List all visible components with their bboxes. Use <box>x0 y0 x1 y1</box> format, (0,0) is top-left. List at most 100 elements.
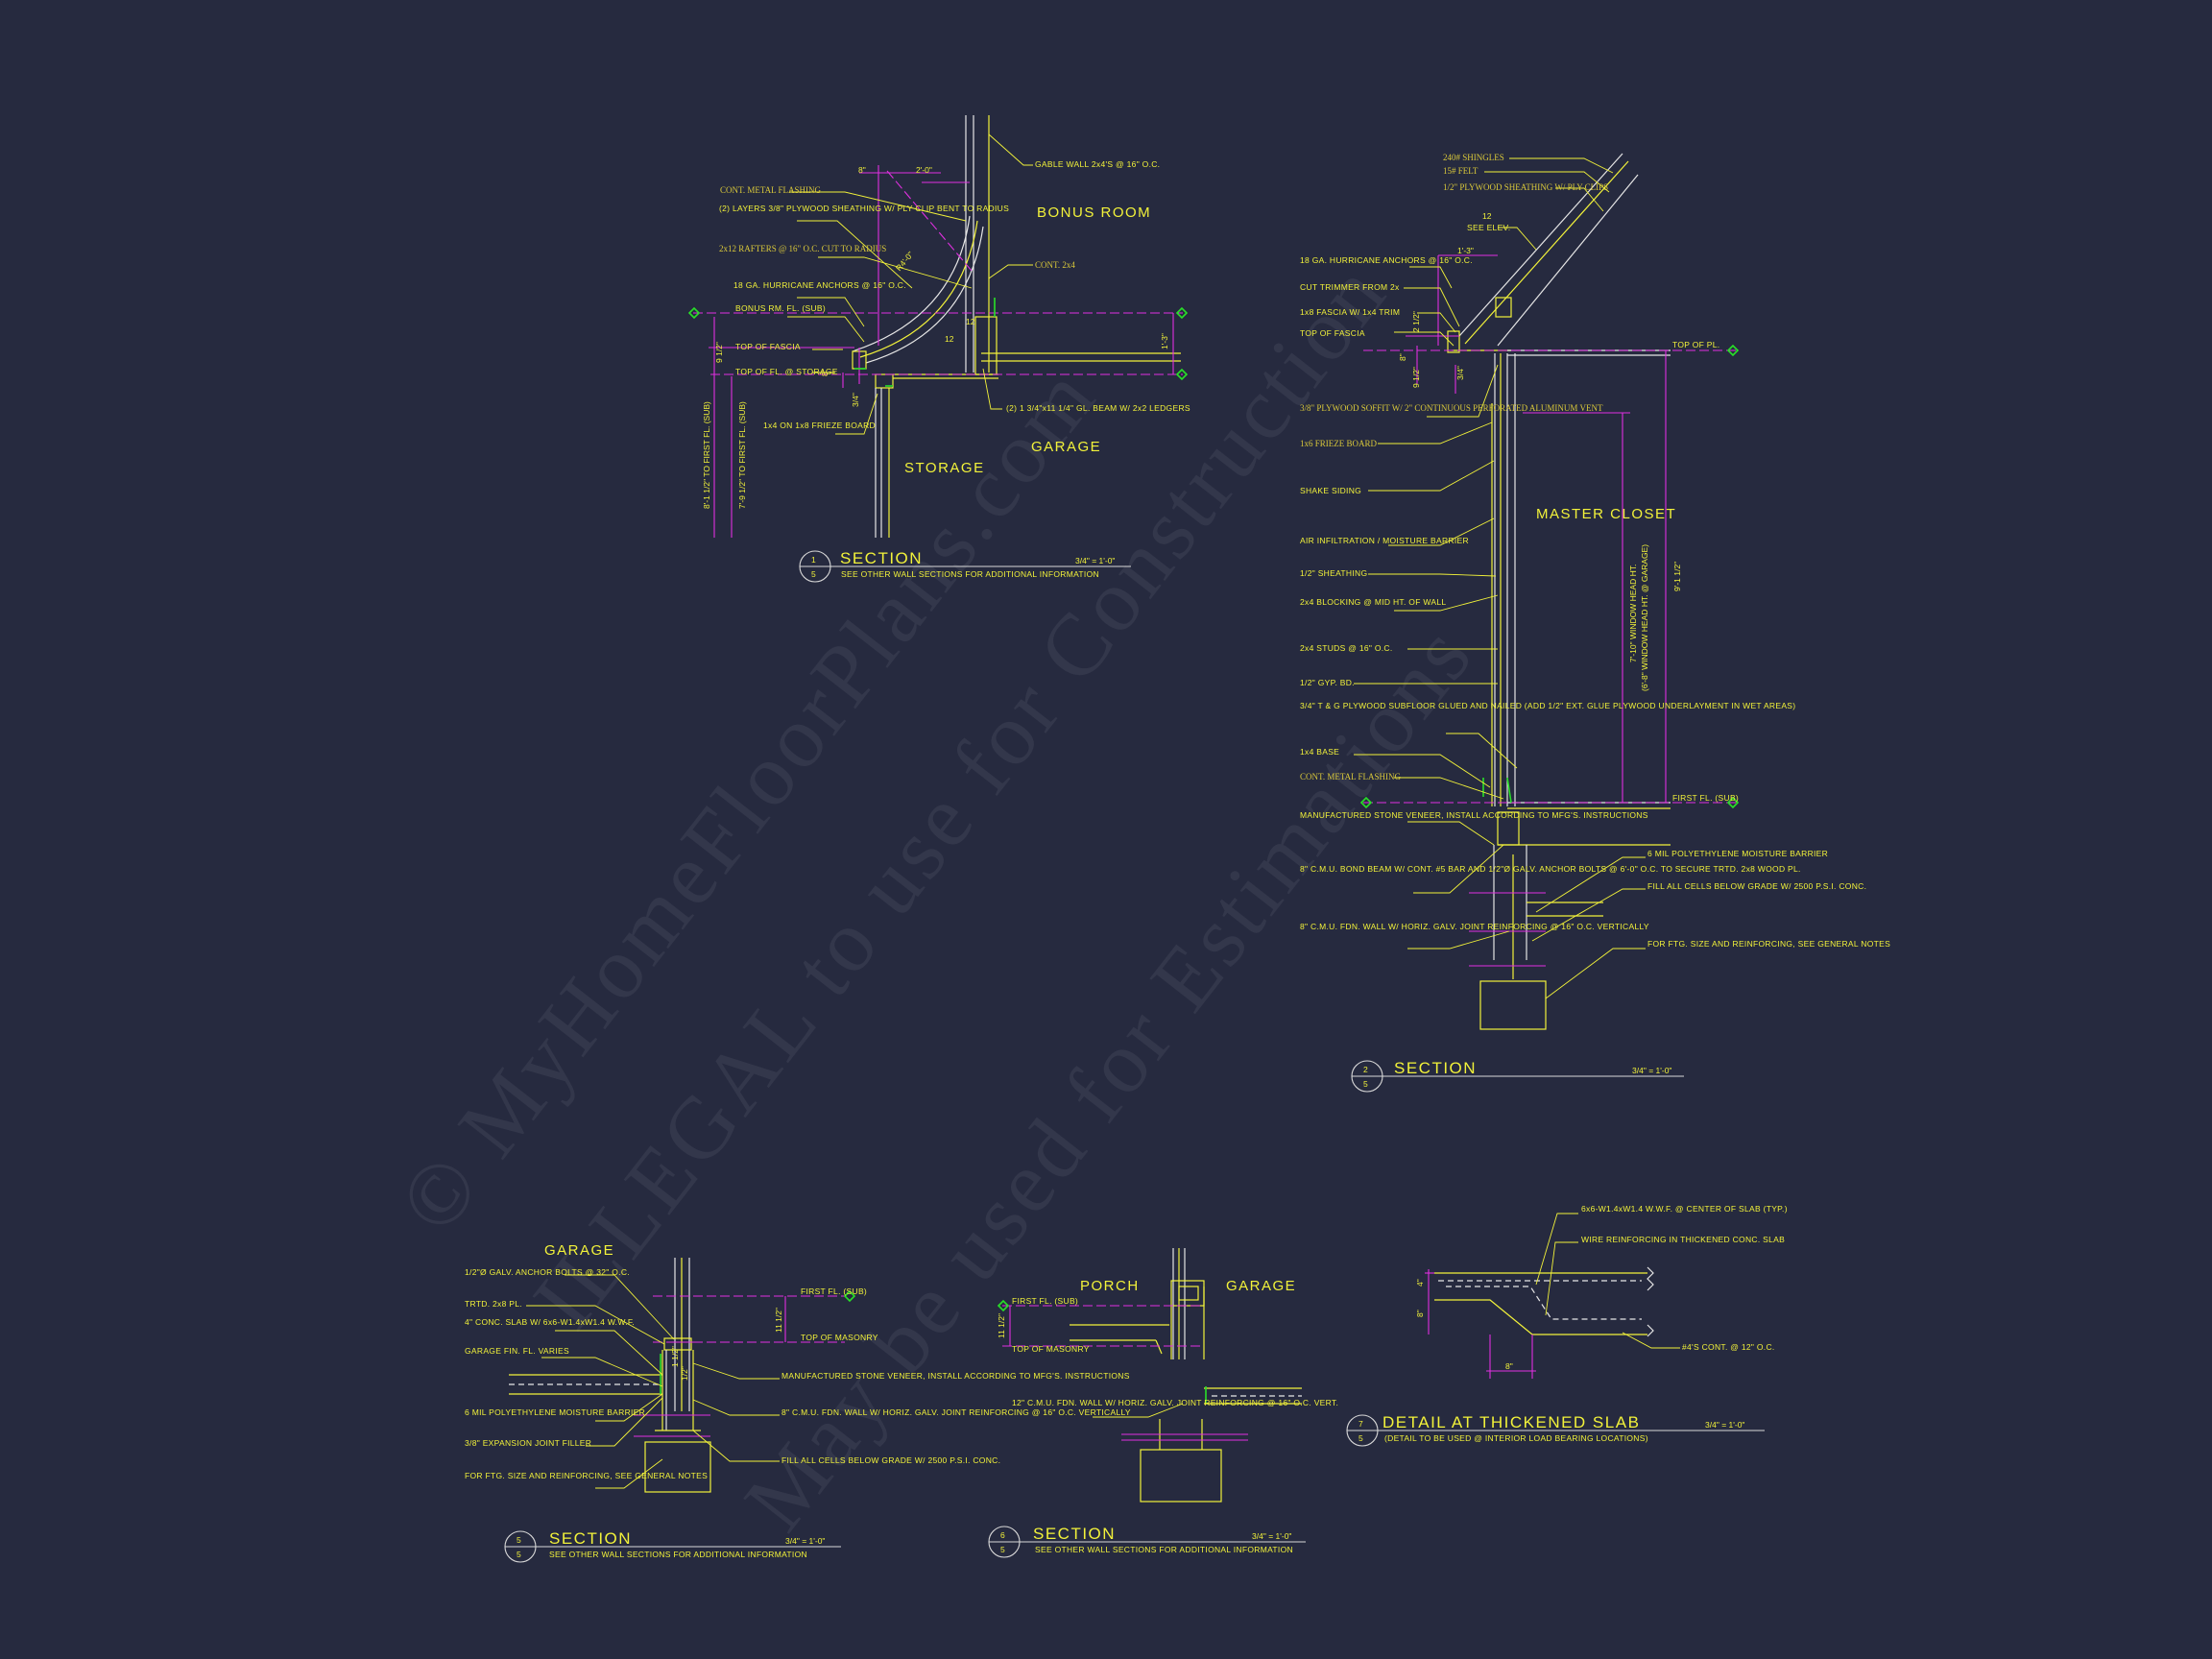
title-block-6: 6 5 SECTION 3/4" = 1'-0" SEE OTHER WALL … <box>988 1525 1306 1558</box>
room-garage: GARAGE <box>1031 439 1101 455</box>
note-see-elev: SEE ELEV. <box>1467 223 1510 232</box>
note-cont-2x4: CONT. 2x4 <box>1035 260 1075 270</box>
dim5-11-half: 11 1/2" <box>774 1308 783 1333</box>
note-gl-beam: (2) 1 3/4"x11 1/4" GL. BEAM W/ 2x2 LEDGE… <box>1006 403 1190 413</box>
note-stone-veneer: MANUFACTURED STONE VENEER, INSTALL ACCOR… <box>1300 810 1648 820</box>
note-blocking: 2x4 BLOCKING @ MID HT. OF WALL <box>1300 597 1446 607</box>
note-fdn-wall-6: 12" C.M.U. FDN. WALL W/ HORIZ. GALV. JOI… <box>1012 1398 1338 1407</box>
note-top-masonry-5: TOP OF MASONRY <box>801 1333 878 1342</box>
dim-8in-b: 8" <box>820 369 830 376</box>
dim2-window-head: 7'-10" WINDOW HEAD HT. <box>1628 565 1638 662</box>
dim-1ft3: 1'-3" <box>1160 333 1169 349</box>
detail-scale: 3/4" = 1'-0" <box>1075 556 1115 565</box>
detail-number: 6 <box>1000 1530 1005 1540</box>
detail-subtitle: (DETAIL TO BE USED @ INTERIOR LOAD BEARI… <box>1384 1433 1648 1443</box>
note-wwf-center: 6x6-W1.4xW1.4 W.W.F. @ CENTER OF SLAB (T… <box>1581 1204 1788 1214</box>
dim5-half: 1/2" <box>680 1366 689 1381</box>
title-block-1: 1 5 SECTION 3/4" = 1'-0" SEE OTHER WALL … <box>799 549 1131 583</box>
dim-3-4in: 3/4" <box>851 393 860 407</box>
note-top-of-fascia-2: TOP OF FASCIA <box>1300 328 1365 338</box>
dim2-window-head-garage: (6'-8" WINDOW HEAD HT. @ GARAGE) <box>1640 544 1649 691</box>
detail-scale: 3/4" = 1'-0" <box>1705 1420 1744 1430</box>
room-garage-5: GARAGE <box>544 1242 614 1259</box>
note-gable-wall: GABLE WALL 2x4'S @ 16" O.C. <box>1035 159 1160 169</box>
note-frieze-board-2: 1x6 FRIEZE BOARD <box>1300 439 1378 448</box>
note-ftg-size: FOR FTG. SIZE AND REINFORCING, SEE GENER… <box>1647 939 1890 949</box>
note-gyp-bd: 1/2" GYP. BD. <box>1300 678 1355 687</box>
detail-title: DETAIL AT THICKENED SLAB <box>1382 1413 1640 1431</box>
note-poly-barrier-5: 6 MIL POLYETHYLENE MOISTURE BARRIER <box>465 1407 645 1417</box>
note-cont-metal-flashing: CONT. METAL FLASHING <box>720 185 822 195</box>
note-plywood-sheathing: (2) LAYERS 3/8" PLYWOOD SHEATHING W/ PLY… <box>719 204 1009 213</box>
dim2-pitch-12: 12 <box>1482 211 1492 221</box>
note-shake-siding: SHAKE SIDING <box>1300 486 1361 495</box>
title-block-2: 2 5 SECTION 3/4" = 1'-0" <box>1351 1059 1684 1093</box>
detail-section-5: 1/2"Ø GALV. ANCHOR BOLTS @ 32" O.C. TRTD… <box>465 1242 1131 1563</box>
dim-pitch-12a: 12 <box>966 317 975 326</box>
note-roof-sheathing: 1/2" PLYWOOD SHEATHING W/ PLY CLIPS <box>1443 182 1608 192</box>
note-hurricane-anchors-2: 18 GA. HURRICANE ANCHORS @ 16" O.C. <box>1300 255 1473 265</box>
note-first-fl: FIRST FL. (SUB) <box>1672 793 1739 803</box>
note-stone-veneer-5: MANUFACTURED STONE VENEER, INSTALL ACCOR… <box>781 1371 1130 1381</box>
note-subfloor: 3/4" T & G PLYWOOD SUBFLOOR GLUED AND NA… <box>1300 701 1795 710</box>
note-bond-beam: 8" C.M.U. BOND BEAM W/ CONT. #5 BAR AND … <box>1300 864 1801 874</box>
note-top-masonry-6: TOP OF MASONRY <box>1012 1344 1090 1354</box>
detail-scale: 3/4" = 1'-0" <box>785 1536 825 1546</box>
detail-thickened-slab-7: 6x6-W1.4xW1.4 W.W.F. @ CENTER OF SLAB (T… <box>1346 1204 1788 1447</box>
dim-2ft: 2'-0" <box>916 165 932 175</box>
note-trtd-pl: TRTD. 2x8 PL. <box>465 1299 522 1309</box>
note-fill-cells-5: FILL ALL CELLS BELOW GRADE W/ 2500 P.S.I… <box>781 1455 1000 1465</box>
room-bonus-room: BONUS ROOM <box>1037 204 1151 221</box>
detail-section-6: FIRST FL. (SUB) TOP OF MASONRY 12" C.M.U… <box>988 1248 1338 1558</box>
detail-number: 5 <box>517 1535 521 1545</box>
detail-subtitle: SEE OTHER WALL SECTIONS FOR ADDITIONAL I… <box>1035 1545 1293 1554</box>
note-fill-cells: FILL ALL CELLS BELOW GRADE W/ 2500 P.S.I… <box>1647 881 1866 891</box>
dim2-9-half: 9 1/2" <box>1411 367 1421 388</box>
detail-number: 1 <box>811 555 816 565</box>
note-fdn-wall: 8" C.M.U. FDN. WALL W/ HORIZ. GALV. JOIN… <box>1300 922 1649 931</box>
detail-scale: 3/4" = 1'-0" <box>1252 1531 1291 1541</box>
detail-subtitle: SEE OTHER WALL SECTIONS FOR ADDITIONAL I… <box>549 1550 807 1559</box>
sheet-number: 5 <box>1358 1433 1363 1443</box>
room-porch: PORCH <box>1080 1278 1140 1294</box>
note-poly-barrier: 6 MIL POLYETHYLENE MOISTURE BARRIER <box>1647 849 1828 858</box>
note-top-of-fascia: TOP OF FASCIA <box>735 342 801 351</box>
note-first-fl-6: FIRST FL. (SUB) <box>1012 1296 1078 1306</box>
sheet-number: 5 <box>811 569 816 579</box>
note-anchor-bolts: 1/2"Ø GALV. ANCHOR BOLTS @ 32" O.C. <box>465 1267 630 1277</box>
dim7-8in-b: 8" <box>1505 1361 1513 1371</box>
note-4s-cont: #4'S CONT. @ 12" O.C. <box>1682 1342 1775 1352</box>
detail-title: SECTION <box>549 1529 632 1548</box>
dim-height-b: 7'-9 1/2" TO FIRST FL. (SUB) <box>737 401 747 509</box>
note-top-of-floor-storage: TOP OF FL. @ STORAGE <box>735 367 838 376</box>
note-fdn-wall-5: 8" C.M.U. FDN. WALL W/ HORIZ. GALV. JOIN… <box>781 1407 1131 1417</box>
note-felt: 15# FELT <box>1443 166 1479 176</box>
note-metal-flashing-2: CONT. METAL FLASHING <box>1300 772 1402 781</box>
dim-9-half: 9 1/2" <box>714 342 724 363</box>
dim6-11-half: 11 1/2" <box>997 1313 1006 1338</box>
note-expansion-joint: 3/8" EXPANSION JOINT FILLER <box>465 1438 591 1448</box>
note-air-barrier: AIR INFILTRATION / MOISTURE BARRIER <box>1300 536 1469 545</box>
note-fascia: 1x8 FASCIA W/ 1x4 TRIM <box>1300 307 1400 317</box>
dim2-height: 9'-1 1/2" <box>1672 562 1682 591</box>
note-garage-fin-fl: GARAGE FIN. FL. VARIES <box>465 1346 569 1356</box>
detail-title: SECTION <box>840 549 923 567</box>
dim2-2-half: 2 1/2" <box>1411 311 1421 332</box>
note-studs: 2x4 STUDS @ 16" O.C. <box>1300 643 1393 653</box>
room-storage: STORAGE <box>904 460 985 476</box>
note-first-fl-5: FIRST FL. (SUB) <box>801 1286 867 1296</box>
note-top-of-pl: TOP OF PL. <box>1672 340 1719 349</box>
dim-height-a: 8'-1 1/2" TO FIRST FL. (SUB) <box>702 401 711 509</box>
detail-section-2: 240# SHINGLES 15# FELT 1/2" PLYWOOD SHEA… <box>1300 153 1890 1093</box>
note-ftg-size-5: FOR FTG. SIZE AND REINFORCING, SEE GENER… <box>465 1471 708 1480</box>
note-rafters: 2x12 RAFTERS @ 16" O.C. CUT TO RADIUS <box>719 244 886 253</box>
dim-8in: 8" <box>858 165 866 175</box>
detail-number: 7 <box>1358 1419 1363 1429</box>
detail-title: SECTION <box>1394 1059 1477 1077</box>
sheet-number: 5 <box>1000 1545 1005 1554</box>
note-hurricane-anchors: 18 GA. HURRICANE ANCHORS @ 16" O.C. <box>733 280 906 290</box>
dim7-4in: 4" <box>1415 1279 1425 1286</box>
room-garage-6: GARAGE <box>1226 1278 1296 1294</box>
note-cut-trimmer: CUT TRIMMER FROM 2x <box>1300 282 1400 292</box>
